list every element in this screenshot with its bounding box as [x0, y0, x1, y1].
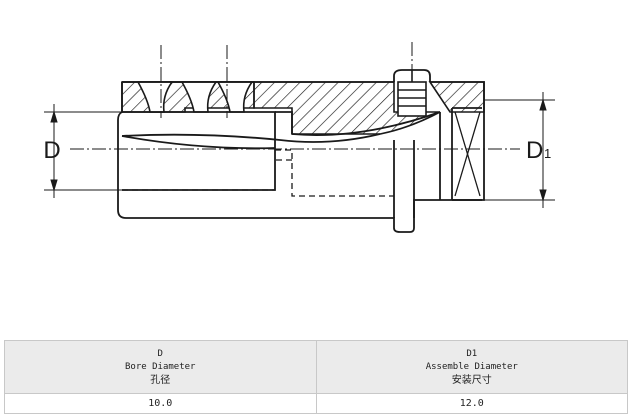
header-symbol: D1: [466, 348, 478, 359]
label-assemble-diameter: D: [526, 137, 543, 164]
table-row: 10.0 12.0: [4, 393, 628, 414]
header-cell-bore: D Bore Diameter 孔径: [4, 340, 317, 394]
dimension-bore: [44, 104, 122, 198]
bushing-cross-section-drawing: D D 1: [43, 42, 555, 233]
cross-mark: [454, 111, 481, 197]
dimension-assemble: [484, 92, 555, 208]
spec-table: D Bore Diameter 孔径 D1 Assemble Diameter …: [4, 340, 628, 414]
hatched-wall: [121, 81, 485, 135]
header-name-cn: 安装尺寸: [451, 374, 492, 386]
label-assemble-subscript: 1: [544, 146, 551, 161]
body-outline: [117, 69, 485, 233]
centerlines: [70, 42, 520, 150]
label-bore-diameter: D: [43, 137, 60, 164]
header-name-en: Assemble Diameter: [425, 361, 518, 372]
header-name-en: Bore Diameter: [125, 361, 196, 372]
header-symbol: D: [157, 348, 163, 359]
set-screw: [397, 70, 427, 117]
hidden-lines: [122, 149, 394, 197]
header-name-cn: 孔径: [150, 374, 171, 386]
value-cell-assemble: 12.0: [315, 393, 628, 414]
value-cell-bore: 10.0: [4, 393, 317, 414]
table-header-row: D Bore Diameter 孔径 D1 Assemble Diameter …: [4, 340, 628, 394]
groove-scallops: [136, 81, 254, 113]
header-cell-assemble: D1 Assemble Diameter 安装尺寸: [315, 340, 628, 394]
